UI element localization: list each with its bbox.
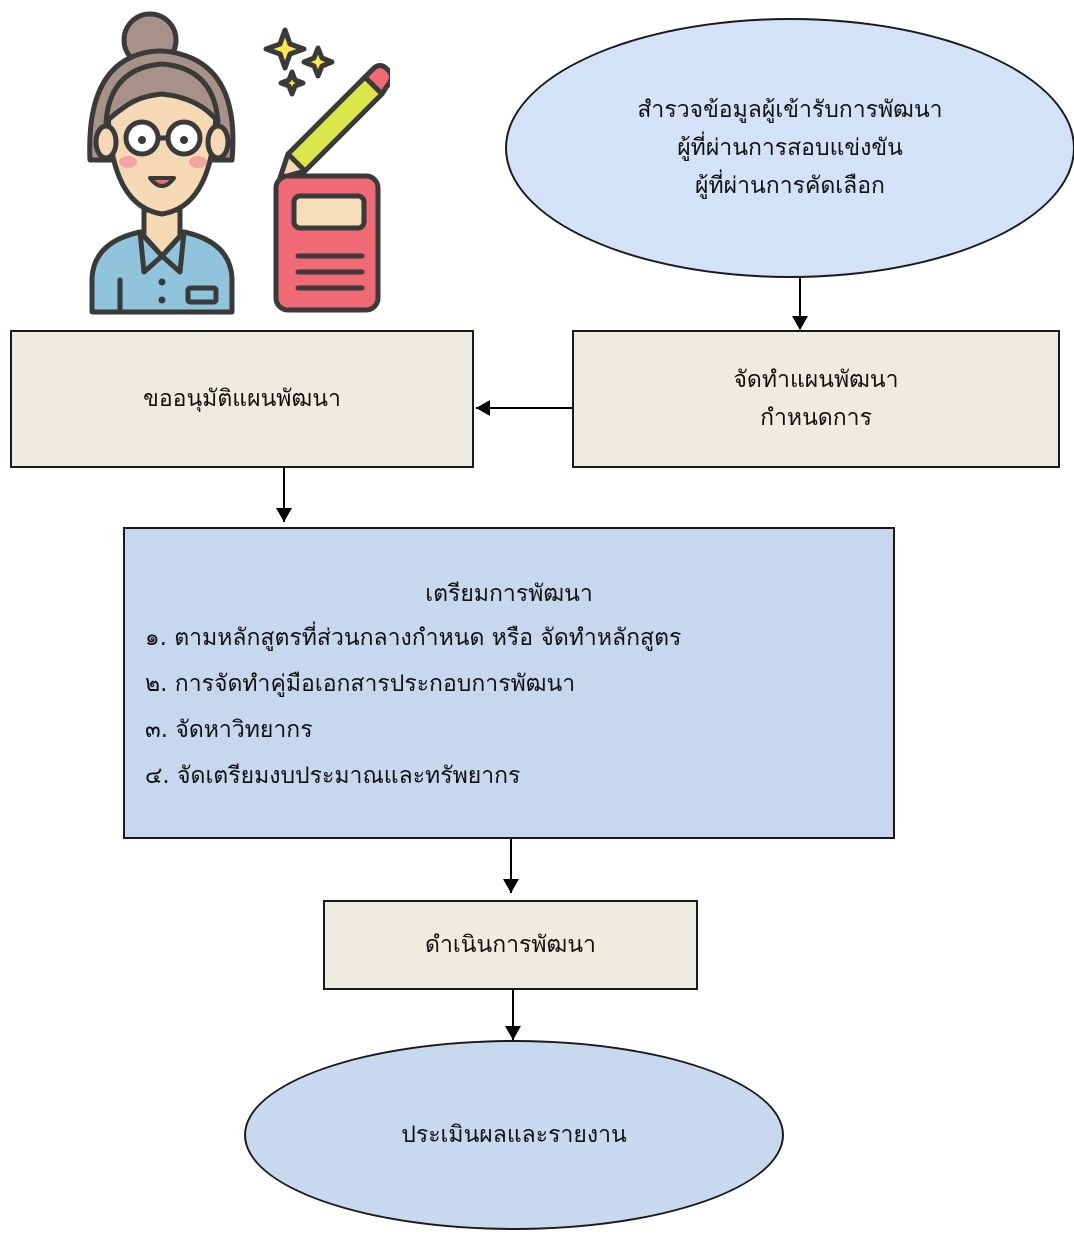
evaluate-ellipse: ประเมินผลและรายงาน	[244, 1040, 784, 1230]
plan-box: จัดทำแผนพัฒนา กำหนดการ	[572, 330, 1060, 468]
prepare-item-1: ๑. ตามหลักสูตรที่ส่วนกลางกำหนด หรือ จัดท…	[145, 625, 682, 651]
prepare-box: เตรียมการพัฒนา ๑. ตามหลักสูตรที่ส่วนกลาง…	[123, 527, 895, 839]
prepare-item-4: ๔. จัดเตรียมงบประมาณและทรัพยากร	[145, 763, 521, 789]
prepare-list: ๑. ตามหลักสูตรที่ส่วนกลางกำหนด หรือ จัดท…	[125, 615, 893, 799]
approve-label: ขออนุมัติแผนพัฒนา	[143, 386, 341, 412]
survey-ellipse: สำรวจข้อมูลผู้เข้ารับการพัฒนา ผู้ที่ผ่าน…	[505, 18, 1074, 278]
execute-box: ดำเนินการพัฒนา	[323, 900, 698, 990]
survey-line-3: ผู้ที่ผ่านการคัดเลือก	[695, 173, 885, 199]
prepare-item-3: ๓. จัดหาวิทยากร	[145, 717, 313, 743]
plan-line-1: จัดทำแผนพัฒนา	[733, 367, 899, 393]
teacher-illustration-icon	[80, 10, 394, 315]
survey-line-2: ผู้ที่ผ่านการสอบแข่งขัน	[677, 135, 903, 161]
prepare-item-2: ๒. การจัดทำคู่มือเอกสารประกอบการพัฒนา	[145, 671, 576, 697]
survey-line-1: สำรวจข้อมูลผู้เข้ารับการพัฒนา	[637, 97, 943, 123]
approve-box: ขออนุมัติแผนพัฒนา	[10, 330, 474, 468]
execute-label: ดำเนินการพัฒนา	[425, 932, 596, 958]
prepare-title: เตรียมการพัฒนา	[425, 581, 593, 607]
plan-line-2: กำหนดการ	[760, 405, 872, 431]
evaluate-label: ประเมินผลและรายงาน	[401, 1122, 627, 1148]
